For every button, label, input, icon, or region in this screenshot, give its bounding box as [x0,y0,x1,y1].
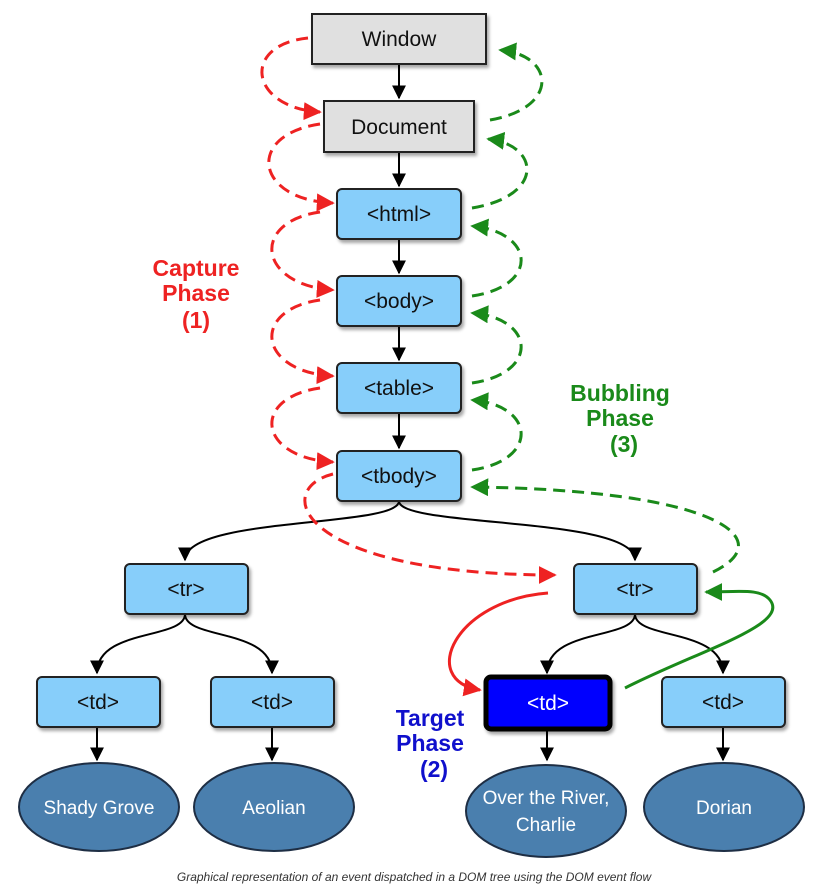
bubble-arrow-table-body [470,305,523,385]
bubbling-arrows [470,42,740,574]
node-td-4: <td> [661,676,786,728]
edge-trleft-td2 [184,613,279,675]
edge-trleft-td1 [90,613,186,675]
node-body: <body> [336,275,462,327]
node-window-label: Window [362,28,438,51]
node-td-target-label: <td> [527,692,569,715]
bubble-arrow-tbody-table [470,392,523,472]
node-document: Document [323,100,475,153]
node-tr-right-label: <tr> [616,578,653,601]
bubble-arrow-html-document [471,131,529,210]
node-html-label: <html> [367,203,431,226]
capture-arrow-body-table [270,298,335,385]
capture-arrow-tbody-tr [303,472,557,584]
node-html: <html> [336,188,462,240]
bubble-arrow-tr-tbody [470,478,740,574]
target-phase-line3: (2) [420,756,448,782]
leaf-dorian-label: Dorian [696,798,752,819]
node-tr-left-label: <tr> [167,578,204,601]
capture-arrow-window-document [260,36,322,121]
target-phase-label: Target Phase (2) [396,705,465,782]
leaf-shady-grove-label: Shady Grove [44,798,155,819]
node-td-2-label: <td> [251,691,293,714]
leaf-over-the-river-line2: Charlie [516,815,576,836]
node-table: <table> [336,362,462,414]
leaf-over-the-river: Over the River, Charlie [465,764,627,858]
bubbling-phase-line1: Bubbling [570,380,670,406]
bubbling-phase-label: Bubbling Phase (3) [570,380,670,457]
leaf-aeolian-label: Aeolian [242,798,305,819]
node-td-1-label: <td> [77,691,119,714]
node-td-1: <td> [36,676,161,728]
leaf-dorian: Dorian [643,762,805,852]
node-tbody-label: <tbody> [361,465,437,488]
edge-trright-td4 [634,613,730,675]
node-tr-left: <tr> [124,563,249,615]
capture-phase-label: Capture Phase (1) [153,255,240,333]
edge-tbody-tr-right [398,500,642,562]
node-td-4-label: <td> [702,691,744,714]
target-phase-line1: Target [396,705,465,731]
capture-phase-line2: Phase [162,280,230,306]
bubble-arrow-document-window [489,42,544,122]
target-arrow-tr-td [448,591,549,697]
target-phase-line2: Phase [396,730,464,756]
bubbling-phase-line3: (3) [610,431,638,457]
edge-tbody-tr-left [178,500,400,562]
capture-arrow-table-tbody [270,386,335,471]
capture-arrow-document-html [267,122,335,212]
capture-phase-line3: (1) [182,307,210,333]
bubble-arrow-td-tr [624,582,775,690]
node-tbody: <tbody> [336,450,462,502]
leaf-shady-grove: Shady Grove [18,762,180,852]
node-document-label: Document [351,116,447,139]
bubble-arrow-body-html [470,218,523,298]
leaf-over-the-river-line1: Over the River, [483,788,610,809]
capture-arrow-html-body [270,210,335,298]
bubbling-phase-line2: Phase [586,405,654,431]
capture-arrows [260,36,557,584]
node-td-target: <td> [483,674,613,732]
node-table-label: <table> [364,377,434,400]
node-tr-right: <tr> [573,563,698,615]
tree-connectors [90,65,730,762]
figure-caption: Graphical representation of an event dis… [176,870,652,884]
dom-event-flow-diagram: Window Document <html> <body> <table> <t… [18,13,805,858]
leaf-aeolian: Aeolian [193,762,355,852]
node-td-2: <td> [210,676,335,728]
edge-trright-tdtarget [540,613,636,675]
node-window: Window [311,13,487,65]
node-body-label: <body> [364,290,434,313]
capture-phase-line1: Capture [153,255,240,281]
